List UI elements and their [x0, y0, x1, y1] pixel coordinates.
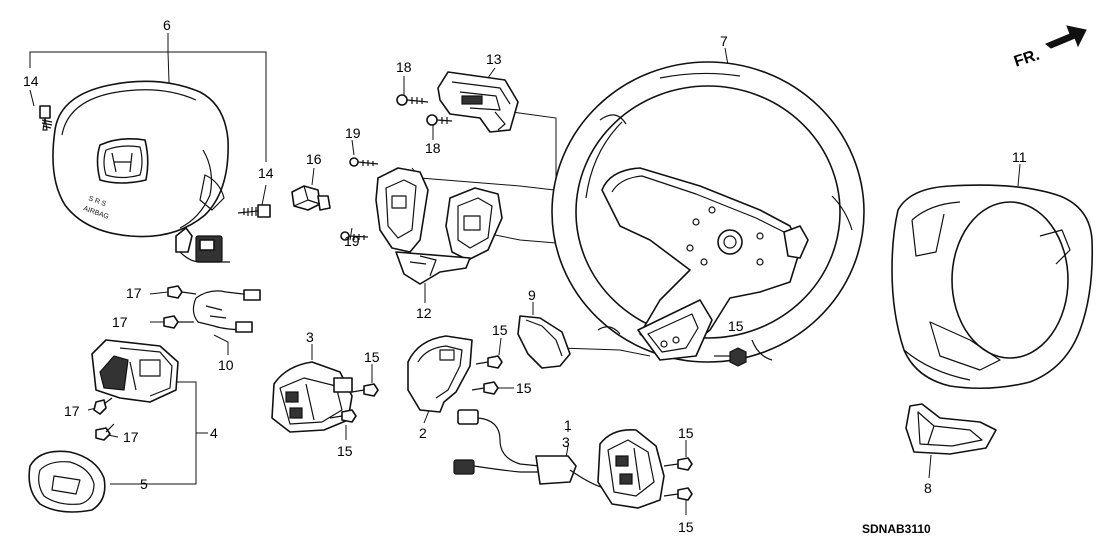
cover-9 [517, 315, 571, 369]
callout-15-switch-top: 15 [364, 349, 380, 365]
callout-4: 4 [210, 425, 218, 441]
callout-19-top: 19 [345, 125, 361, 141]
switch-3-right [597, 428, 665, 509]
callout-15-right-bottom: 15 [678, 519, 694, 535]
callout-13: 13 [486, 51, 502, 67]
switch-bracket-12 [375, 167, 503, 285]
bolt-14-left-icon [39, 105, 53, 131]
callout-9: 9 [528, 287, 536, 303]
bolt-17-b-icon [163, 315, 194, 329]
cover-2 [407, 335, 473, 413]
harness-1 [453, 409, 605, 489]
callout-18-top: 18 [396, 59, 412, 75]
callout-14-right: 14 [258, 165, 274, 181]
callout-15-cover: 15 [516, 380, 532, 396]
callout-15-upper: 15 [492, 322, 508, 338]
front-arrow-icon [1045, 25, 1087, 49]
rear-cover-11 [891, 184, 1094, 390]
honda-logo-icon [96, 138, 149, 184]
callout-3-right: 3 [562, 434, 570, 450]
callout-17-c: 17 [64, 403, 80, 419]
callout-17-d: 17 [123, 429, 139, 445]
bolt-17-d-icon [95, 423, 115, 441]
nut-16-icon [291, 185, 331, 211]
bolt-17-c-icon [93, 397, 113, 415]
left-switch-assembly-4 [91, 339, 179, 403]
callout-10: 10 [218, 357, 234, 373]
driver-airbag-assembly: S R S AIRBAG [52, 80, 230, 263]
switch-13-assembly [437, 71, 519, 133]
callout-19-bottom: 19 [344, 233, 360, 249]
screw-15-f-icon [663, 487, 693, 501]
callout-6: 6 [163, 17, 171, 33]
callout-11: 11 [1012, 149, 1027, 165]
screw-15-c-icon [475, 355, 503, 369]
screw-18-upper-icon [396, 94, 429, 106]
bolt-17-a-icon [167, 285, 197, 299]
callout-17-a: 17 [126, 285, 142, 301]
screw-19-lower-icon [340, 231, 369, 241]
nut-15-wheel-icon [714, 347, 747, 367]
steering-wheel [551, 61, 865, 363]
callout-5: 5 [140, 476, 148, 492]
screw-15-b-icon [329, 409, 357, 423]
callout-18-mid: 18 [425, 140, 441, 156]
callout-1: 1 [564, 417, 572, 433]
diagram-code: SDNAB3110 [862, 522, 931, 536]
callout-17-b: 17 [112, 314, 128, 330]
bolt-14-right-icon [237, 204, 271, 218]
callout-12: 12 [416, 305, 432, 321]
callout-15-switch-bottom: 15 [337, 443, 353, 459]
front-marker-label: FR. [1012, 47, 1042, 71]
callout-16: 16 [306, 151, 322, 167]
callout-labels: 14 6 14 16 18 13 18 19 19 7 11 17 17 10 … [23, 17, 1027, 535]
screw-18-lower-icon [426, 114, 453, 126]
left-cover-5 [28, 450, 106, 513]
screw-15-e-icon [663, 457, 693, 471]
harness-10 [192, 289, 261, 333]
callout-3-left: 3 [306, 329, 314, 345]
callout-15-wheel: 15 [728, 318, 744, 334]
screw-15-d-icon [471, 381, 499, 395]
callout-2: 2 [419, 425, 427, 441]
callout-8: 8 [924, 480, 932, 496]
front-direction-marker: FR. [1012, 25, 1087, 71]
switch-3-left [271, 361, 353, 433]
screw-19-upper-icon [349, 157, 379, 167]
callout-7: 7 [720, 33, 728, 49]
small-cover-8 [905, 403, 997, 455]
callout-14-left: 14 [23, 73, 39, 89]
screw-15-a-icon [351, 383, 379, 397]
callout-15-right-top: 15 [678, 425, 694, 441]
